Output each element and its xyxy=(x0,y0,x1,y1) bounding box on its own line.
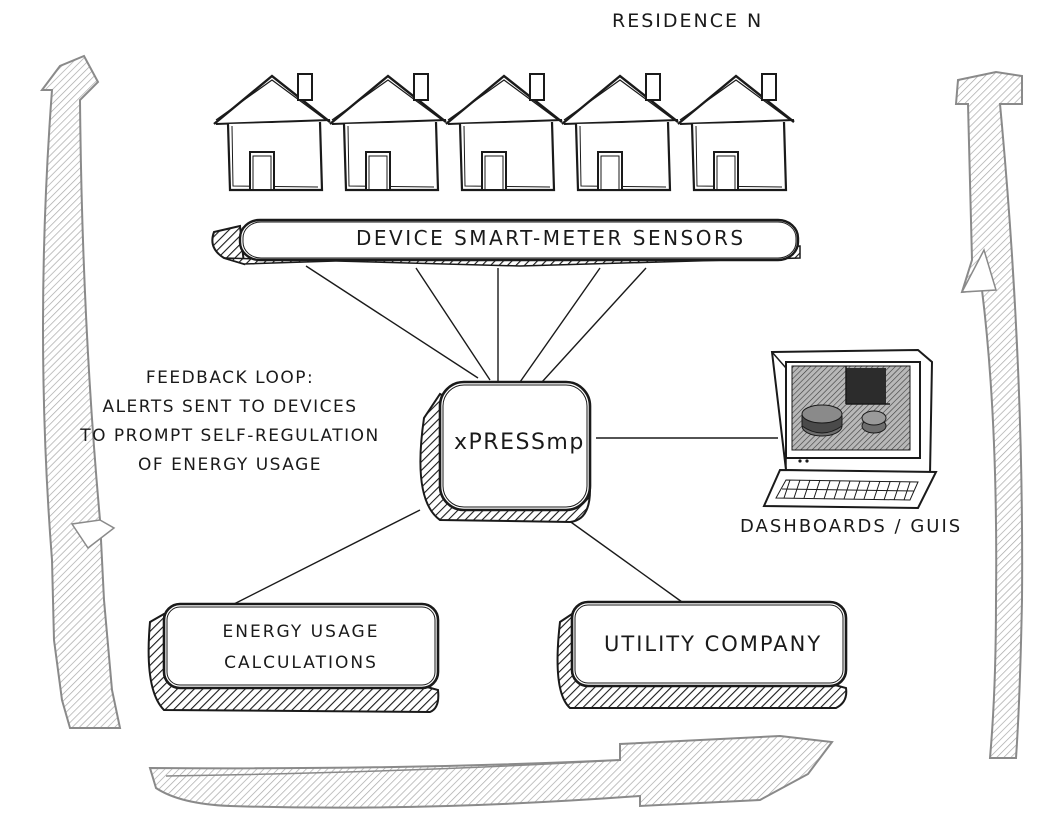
keyboard-icon xyxy=(764,470,936,508)
energy-line-2: CALCULATIONS xyxy=(176,648,426,679)
houses-row xyxy=(214,74,794,190)
bottom-loop-arrow xyxy=(150,736,832,808)
feedback-loop-text: FEEDBACK LOOP: ALERTS SENT TO DEVICES TO… xyxy=(60,364,400,480)
xpressmp-label: xPRESSmp xyxy=(454,430,585,455)
house-icon xyxy=(446,74,562,190)
house-icon xyxy=(562,74,678,190)
utility-company-label: UTILITY COMPANY xyxy=(604,632,822,656)
monitor-icon xyxy=(772,350,932,474)
house-icon xyxy=(678,74,794,190)
house-icon xyxy=(330,74,446,190)
energy-usage-label: ENERGY USAGE CALCULATIONS xyxy=(176,617,426,679)
right-loop-arrow xyxy=(956,72,1022,758)
smart-meter-label: DEVICE SMART-METER SENSORS xyxy=(356,226,746,250)
feedback-line-1: FEEDBACK LOOP: xyxy=(60,364,400,393)
feedback-line-3: TO PROMPT SELF-REGULATION xyxy=(60,422,400,451)
feedback-line-2: ALERTS SENT TO DEVICES xyxy=(60,393,400,422)
residence-label: RESIDENCE n xyxy=(612,10,763,32)
feedback-line-4: OF ENERGY USAGE xyxy=(60,451,400,480)
energy-line-1: ENERGY USAGE xyxy=(176,617,426,648)
dashboards-label: DASHBOARDS / GUIs xyxy=(740,516,962,537)
dashboard-computer xyxy=(764,350,936,508)
house-icon xyxy=(214,74,330,190)
